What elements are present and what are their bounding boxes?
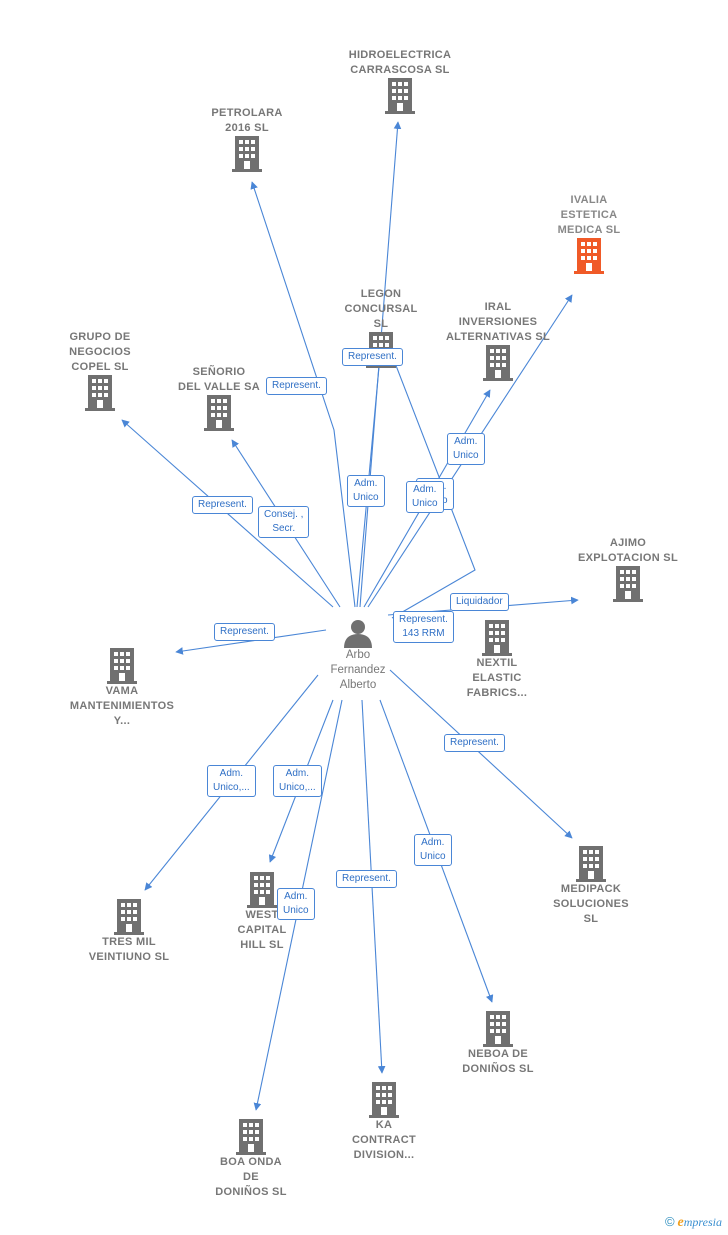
- node-label: TRES MIL VEINTIUNO SL: [88, 936, 170, 963]
- edge-label[interactable]: Adm. Unico: [406, 481, 444, 513]
- node-west[interactable]: WEST CAPITAL HILL SL: [197, 872, 327, 953]
- node-label: IVALIA ESTETICA MEDICA SL: [557, 194, 621, 236]
- building-icon: [204, 395, 234, 431]
- building-icon: [574, 238, 604, 274]
- edge-line: [388, 349, 476, 619]
- edge-label[interactable]: Adm. Unico,...: [207, 765, 256, 797]
- building-icon: [613, 566, 643, 602]
- building-icon: [236, 1119, 266, 1155]
- node-label: AJIMO EXPLOTACION SL: [578, 537, 678, 564]
- edge-label[interactable]: Represent.: [342, 348, 403, 366]
- node-label: IRAL INVERSIONES ALTERNATIVAS SL: [445, 301, 551, 343]
- node-label: NEBOA DE DONIÑOS SL: [462, 1048, 534, 1075]
- building-icon: [576, 846, 606, 882]
- node-label: WEST CAPITAL HILL SL: [237, 909, 287, 951]
- edge-label[interactable]: Represent. 143 RRM: [393, 611, 454, 643]
- node-label: HIDROELECTRICA CARRASCOSA SL: [348, 49, 452, 76]
- node-iral[interactable]: IRAL INVERSIONES ALTERNATIVAS SL: [433, 300, 563, 381]
- node-nextil[interactable]: NEXTIL ELASTIC FABRICS...: [432, 620, 562, 701]
- building-icon: [114, 899, 144, 935]
- building-icon: [107, 648, 137, 684]
- node-label: GRUPO DE NEGOCIOS COPEL SL: [69, 331, 131, 373]
- node-label: SEÑORIO DEL VALLE SA: [177, 366, 261, 393]
- node-medipack[interactable]: MEDIPACK SOLUCIONES SL: [526, 846, 656, 927]
- edge-label[interactable]: Represent.: [266, 377, 327, 395]
- building-icon: [482, 620, 512, 656]
- edge-label[interactable]: Represent.: [192, 496, 253, 514]
- node-ka[interactable]: KA CONTRACT DIVISION...: [319, 1082, 449, 1163]
- node-petrolara[interactable]: PETROLARA 2016 SL: [182, 106, 312, 172]
- node-vama[interactable]: VAMA MANTENIMIENTOS Y...: [57, 648, 187, 729]
- node-label: BOA ONDA DE DONIÑOS SL: [215, 1156, 287, 1198]
- node-boa[interactable]: BOA ONDA DE DONIÑOS SL: [186, 1119, 316, 1200]
- edge-label[interactable]: Consej. , Secr.: [258, 506, 310, 538]
- node-label: PETROLARA 2016 SL: [211, 107, 283, 134]
- edge-label[interactable]: Adm. Unico,...: [273, 765, 322, 797]
- person-icon: [344, 620, 372, 648]
- brand-initial: e: [677, 1215, 684, 1230]
- edge-label[interactable]: Adm. Unico: [447, 433, 485, 465]
- node-label: MEDIPACK SOLUCIONES SL: [553, 883, 629, 925]
- building-icon: [483, 345, 513, 381]
- node-label: LEGON CONCURSAL SL: [344, 288, 418, 330]
- node-label: VAMA MANTENIMIENTOS Y...: [69, 685, 175, 727]
- edge-line: [250, 181, 356, 608]
- node-label: NEXTIL ELASTIC FABRICS...: [466, 657, 528, 699]
- edge-line: [389, 669, 573, 839]
- node-senorio[interactable]: SEÑORIO DEL VALLE SA: [154, 365, 284, 431]
- building-icon: [85, 375, 115, 411]
- node-label: KA CONTRACT DIVISION...: [351, 1119, 417, 1161]
- edge-label[interactable]: Represent.: [444, 734, 505, 752]
- node-ivalia[interactable]: IVALIA ESTETICA MEDICA SL: [524, 193, 654, 274]
- building-icon: [232, 136, 262, 172]
- building-icon: [385, 78, 415, 114]
- edge-label[interactable]: Adm. Unico: [347, 475, 385, 507]
- node-hidroelectrica[interactable]: HIDROELECTRICA CARRASCOSA SL: [335, 48, 465, 114]
- edge-label[interactable]: Adm. Unico: [277, 888, 315, 920]
- person-label: Arbo Fernandez Alberto: [330, 649, 386, 691]
- node-ajimo[interactable]: AJIMO EXPLOTACION SL: [563, 536, 693, 602]
- copyright-symbol: ©: [664, 1214, 675, 1229]
- building-icon: [369, 1082, 399, 1118]
- edge-label[interactable]: Adm. Unico: [414, 834, 452, 866]
- brand-name: mpresia: [683, 1215, 722, 1229]
- edge-line: [175, 629, 327, 655]
- node-grupo[interactable]: GRUPO DE NEGOCIOS COPEL SL: [35, 330, 165, 411]
- edge-label[interactable]: Represent.: [214, 623, 275, 641]
- edge-label[interactable]: Liquidador: [450, 593, 509, 611]
- node-neboa[interactable]: NEBOA DE DONIÑOS SL: [433, 1011, 563, 1077]
- brand-footer: © empresia: [665, 1214, 722, 1231]
- node-person[interactable]: Arbo Fernandez Alberto: [318, 618, 398, 693]
- building-icon: [247, 872, 277, 908]
- node-tresmil[interactable]: TRES MIL VEINTIUNO SL: [64, 899, 194, 965]
- edge-label[interactable]: Represent.: [336, 870, 397, 888]
- building-icon: [483, 1011, 513, 1047]
